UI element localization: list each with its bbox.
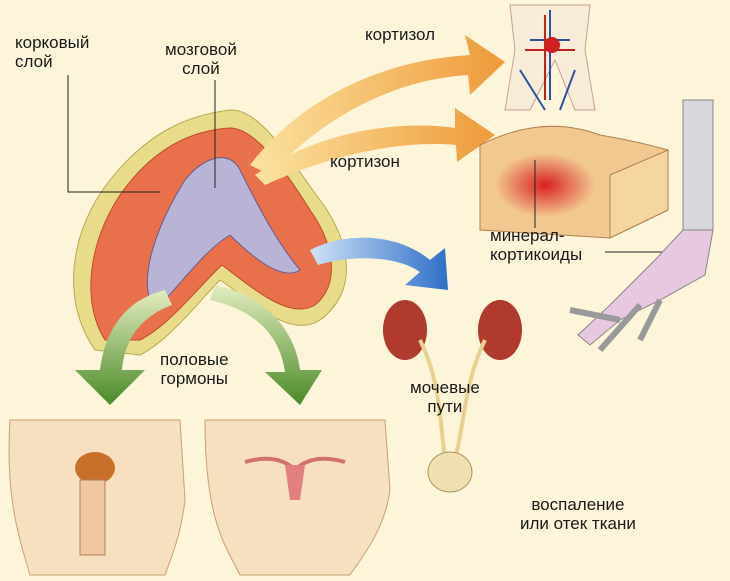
- label-sex-hormones: половые гормоны: [160, 350, 229, 388]
- label-line: гормоны: [160, 369, 229, 388]
- label-cortisol: кортизол: [365, 25, 436, 44]
- label-line: воспаление: [531, 495, 625, 514]
- label-cortex-layer: корковый слой: [15, 33, 89, 71]
- label-cortisone: кортизон: [330, 152, 400, 171]
- label-line: пути: [427, 397, 463, 416]
- urinary-arrow: [310, 237, 448, 290]
- label-mineralocorticoids: минерал- кортикоиды: [490, 226, 582, 264]
- male-reproductive-image: [8, 419, 186, 576]
- label-line: слой: [15, 52, 53, 71]
- label-line: слой: [182, 59, 220, 78]
- adrenal-gland: [73, 109, 347, 356]
- cortisone-arrow: [255, 108, 495, 185]
- label-line: мочевые: [410, 378, 480, 397]
- cortisol-arrow: [250, 35, 505, 175]
- leader-line-cortex: [67, 75, 160, 193]
- bronchi-image: [569, 99, 714, 352]
- label-line: корковый: [15, 33, 90, 52]
- label-line: половые: [160, 350, 229, 369]
- label-inflammation: воспаление или отек ткани: [520, 495, 636, 533]
- sex-hormones-arrow-right: [210, 285, 322, 405]
- label-line: мозговой: [165, 40, 237, 59]
- label-line: или отек ткани: [520, 514, 636, 533]
- label-line: кортикоиды: [490, 245, 583, 264]
- label-line: минерал-: [490, 226, 565, 245]
- tissue-swelling-image: [479, 125, 669, 239]
- circulatory-system-image: [504, 4, 596, 111]
- sex-hormones-arrow-left: [75, 290, 172, 405]
- female-reproductive-image: [204, 419, 391, 576]
- label-urinary-tract: мочевые пути: [410, 378, 480, 416]
- label-medulla-layer: мозговой слой: [165, 40, 237, 78]
- urinary-system-image: [383, 300, 522, 493]
